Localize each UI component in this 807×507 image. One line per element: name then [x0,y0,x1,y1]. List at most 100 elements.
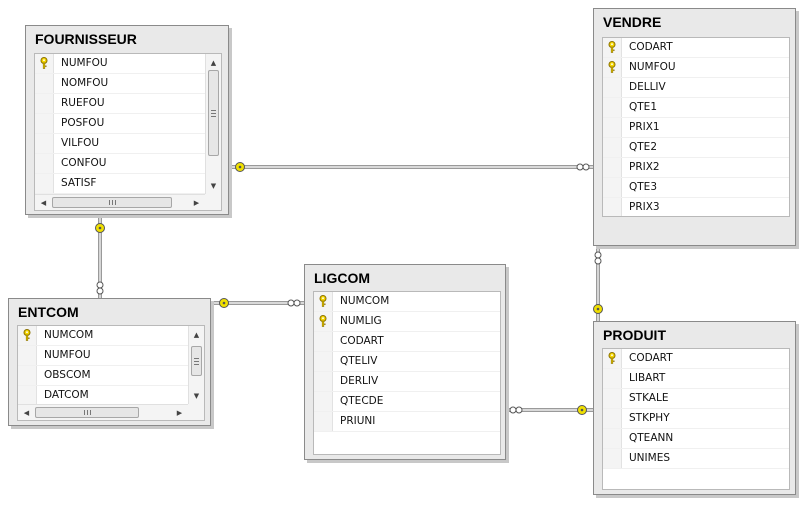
row-selector[interactable] [18,326,37,345]
column-row[interactable]: STKALE [603,389,789,409]
column-row[interactable]: NUMCOM [314,292,500,312]
column-row[interactable]: DERLIV [314,372,500,392]
row-selector[interactable] [603,198,622,216]
column-row[interactable]: QTELIV [314,352,500,372]
row-selector[interactable] [314,352,333,371]
arrow-left-icon[interactable]: ◀ [40,198,47,207]
row-selector[interactable] [18,346,37,365]
row-selector[interactable] [603,158,622,177]
horizontal-scrollbar[interactable]: ◀▶ [18,404,188,420]
scroll-thumb[interactable] [52,197,172,208]
column-row[interactable]: CODART [603,349,789,369]
column-row[interactable]: CODART [603,38,789,58]
scroll-thumb[interactable] [208,70,219,156]
row-selector[interactable] [314,332,333,351]
arrow-right-icon[interactable]: ▶ [193,198,200,207]
scroll-thumb[interactable] [35,407,139,418]
row-selector[interactable] [35,54,54,73]
arrow-up-icon[interactable]: ▲ [210,58,217,67]
row-selector[interactable] [603,118,622,137]
row-selector[interactable] [35,134,54,153]
row-selector[interactable] [314,312,333,331]
column-name: OBSCOM [44,369,91,381]
column-name: RUEFOU [61,97,105,109]
relationship-fournisseur-entcom[interactable] [95,216,105,298]
arrow-up-icon[interactable]: ▲ [193,330,200,339]
vertical-scrollbar[interactable]: ▲▼ [205,54,221,194]
column-row[interactable]: PRIX1 [603,118,789,138]
row-selector[interactable] [603,429,622,448]
row-selector[interactable] [603,98,622,117]
row-selector[interactable] [603,178,622,197]
column-row[interactable]: PRIX3 [603,198,789,216]
column-row[interactable]: POSFOU [35,114,205,134]
arrow-left-icon[interactable]: ◀ [23,408,30,417]
row-selector[interactable] [314,372,333,391]
column-row[interactable]: CONFOU [35,154,205,174]
row-selector[interactable] [603,369,622,388]
row-selector[interactable] [603,138,622,157]
relationship-produit-ligcom[interactable] [507,405,593,415]
column-row[interactable]: NUMFOU [18,346,188,366]
row-selector[interactable] [35,174,54,193]
relationship-entcom-ligcom[interactable] [212,298,304,308]
row-selector[interactable] [603,389,622,408]
column-row[interactable]: NUMCOM [18,326,188,346]
column-row[interactable]: PRIX2 [603,158,789,178]
row-selector[interactable] [35,154,54,173]
column-row[interactable]: NOMFOU [35,74,205,94]
arrow-down-icon[interactable]: ▼ [193,391,200,400]
row-selector[interactable] [603,58,622,77]
column-row[interactable]: SATISF [35,174,205,194]
row-selector[interactable] [603,449,622,468]
relationship-fournisseur-vendre[interactable] [230,162,593,172]
column-row[interactable]: LIBART [603,369,789,389]
row-selector[interactable] [35,74,54,93]
row-selector[interactable] [314,392,333,411]
scroll-thumb[interactable] [191,346,202,376]
column-row[interactable]: QTE3 [603,178,789,198]
column-row[interactable]: UNIMES [603,449,789,469]
column-row[interactable]: CODART [314,332,500,352]
row-selector[interactable] [603,78,622,97]
column-row[interactable]: NUMFOU [603,58,789,78]
row-selector[interactable] [603,409,622,428]
column-row[interactable]: VILFOU [35,134,205,154]
horizontal-scrollbar[interactable]: ◀▶ [35,194,205,210]
relationship-produit-vendre[interactable] [593,247,603,321]
column-row[interactable]: NUMLIG [314,312,500,332]
column-name: QTELIV [340,355,378,367]
arrow-right-icon[interactable]: ▶ [176,408,183,417]
column-row[interactable]: QTE1 [603,98,789,118]
row-selector[interactable] [18,386,37,405]
column-row[interactable]: NUMFOU [35,54,205,74]
row-selector[interactable] [314,412,333,431]
column-row[interactable]: QTE2 [603,138,789,158]
row-selector[interactable] [603,349,622,368]
row-selector[interactable] [18,366,37,385]
column-row[interactable]: PRIUNI [314,412,500,432]
column-row[interactable]: STKPHY [603,409,789,429]
row-selector[interactable] [314,292,333,311]
column-row[interactable]: OBSCOM [18,366,188,386]
column-row[interactable]: RUEFOU [35,94,205,114]
row-selector[interactable] [603,38,622,57]
column-row[interactable]: DELLIV [603,78,789,98]
row-selector[interactable] [35,94,54,113]
column-row[interactable]: QTEANN [603,429,789,449]
column-row[interactable]: DATCOM [18,386,188,406]
row-selector[interactable] [35,114,54,133]
vertical-scrollbar[interactable]: ▲▼ [188,326,204,404]
column-row[interactable]: QTECDE [314,392,500,412]
arrow-down-icon[interactable]: ▼ [210,181,217,190]
